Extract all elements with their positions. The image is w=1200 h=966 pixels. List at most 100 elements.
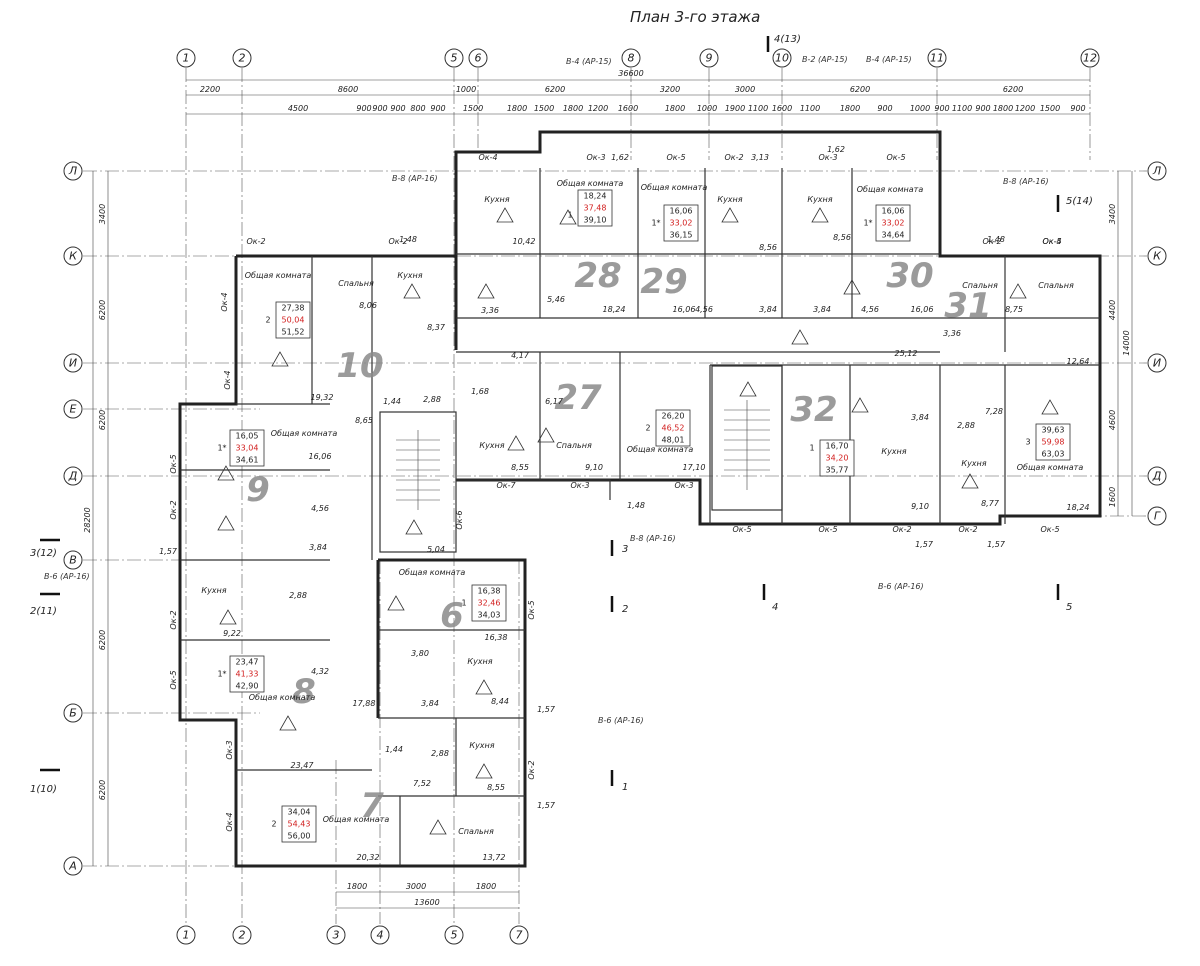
room-name: Кухня <box>717 195 742 204</box>
reference-note: В-6 (АР-16) <box>44 572 90 581</box>
apartment-area: 33,02 <box>882 219 905 228</box>
room-area: 8,55 <box>487 783 505 792</box>
total-area: 42,90 <box>236 682 259 691</box>
room-name: Общая комната <box>245 271 312 280</box>
window-mark: Ок-2 <box>724 153 743 162</box>
room-area: 2,88 <box>431 749 449 758</box>
room-area: 5,04 <box>427 545 445 554</box>
room-area: 4,17 <box>511 351 530 360</box>
apartment-area: 50,04 <box>282 316 305 325</box>
room-area: 7,52 <box>413 779 431 788</box>
grid-lines <box>83 68 1147 924</box>
dimension: 1000 <box>697 104 717 113</box>
room-count: 1 <box>567 211 572 220</box>
area-box: 1* 16,06 33,02 36,15 <box>651 204 699 242</box>
living-area: 34,04 <box>288 808 311 817</box>
window-mark: Ок-5 <box>169 670 178 689</box>
dimension: 3000 <box>406 882 426 891</box>
building-walls <box>178 130 1102 868</box>
window-mark: Ок-3 <box>225 740 234 759</box>
room-area: 1,62 <box>827 145 845 154</box>
section-label: 4(13) <box>774 34 801 45</box>
dimension: 800 <box>410 104 425 113</box>
area-box: 1 18,24 37,48 39,10 <box>567 189 613 227</box>
window-mark: Ок-5 <box>527 600 536 619</box>
dimension: 2200 <box>200 85 220 94</box>
dimension: 4400 <box>1108 300 1117 320</box>
living-area: 16,06 <box>882 207 905 216</box>
axis-label: Г <box>1154 510 1161 523</box>
dimension: 1000 <box>910 104 930 113</box>
top-axes: 1 2 5 6 8 9 10 11 12 <box>176 48 1100 68</box>
window-mark: Ок-7 <box>496 481 516 490</box>
area-box: 1* 16,05 33,04 34,61 <box>217 429 265 467</box>
dimension: 1800 <box>476 882 496 891</box>
window-mark: Ок-2 <box>246 237 265 246</box>
dimension: 6200 <box>98 780 107 800</box>
room-area: 2,88 <box>957 421 975 430</box>
room-area: 8,56 <box>759 243 777 252</box>
axis-label: 1 <box>183 52 190 65</box>
room-name: Спальня <box>458 827 494 836</box>
dimension: 1200 <box>588 104 608 113</box>
window-mark: Ок-2 <box>169 610 178 629</box>
room-name: Общая комната <box>323 815 390 824</box>
room-name: Общая комната <box>641 183 708 192</box>
left-dimensions: 28200 3400 6200 6200 6200 6200 <box>83 171 109 866</box>
dimension: 6200 <box>545 85 565 94</box>
dimension: 8600 <box>338 85 358 94</box>
reference-note: В-8 (АР-16) <box>630 534 676 543</box>
section-label: 4 <box>772 602 778 613</box>
dimension: 3000 <box>735 85 755 94</box>
reference-note: В-6 (АР-16) <box>598 716 644 725</box>
window-mark: Ок-2 <box>169 500 178 519</box>
section-label: 1(10) <box>30 784 57 795</box>
dimension: 3200 <box>660 85 680 94</box>
dimension: 900 <box>1070 104 1085 113</box>
dimension: 1800 <box>507 104 527 113</box>
area-boxes: 1 18,24 37,48 39,10 1* 16,06 33,02 36,15… <box>217 189 1071 843</box>
axis-label: Б <box>69 707 77 720</box>
room-name: Спальня <box>338 279 374 288</box>
room-area: 3,84 <box>813 305 831 314</box>
room-count: 2 <box>271 820 276 829</box>
total-area: 36,15 <box>670 231 693 240</box>
dimension: 900 <box>934 104 949 113</box>
room-name: Кухня <box>881 447 906 456</box>
room-area: 9,22 <box>223 629 241 638</box>
section-label: 1 <box>622 782 628 793</box>
apartment-area: 46,52 <box>662 424 685 433</box>
reference-note: В-6 (АР-16) <box>878 582 924 591</box>
section-label: 2 <box>622 604 628 615</box>
room-area: 25,12 <box>895 349 918 358</box>
room-name: Кухня <box>397 271 422 280</box>
apartment-number: 10 <box>336 346 383 386</box>
room-type-markers <box>217 207 1059 835</box>
area-box: 2 34,04 54,43 56,00 <box>271 805 317 843</box>
apartment-number: 30 <box>886 256 933 296</box>
axis-label: 6 <box>475 52 482 65</box>
room-area: 9,10 <box>585 463 603 472</box>
reference-note: В-4 (АР-15) <box>566 57 612 66</box>
room-area: 3,13 <box>751 153 769 162</box>
room-count: 1* <box>217 670 226 679</box>
room-area: 8,77 <box>981 499 1000 508</box>
apartment-number: 27 <box>554 378 602 418</box>
room-count: 1* <box>863 219 872 228</box>
room-area: 1,57 <box>537 801 556 810</box>
room-area: 13,72 <box>483 853 506 862</box>
reference-note: В-2 (АР-15) <box>802 55 848 64</box>
room-area: 19,32 <box>311 393 334 402</box>
apartment-area: 41,33 <box>236 670 259 679</box>
dimension: 1900 <box>725 104 745 113</box>
room-area: 5,46 <box>547 295 565 304</box>
room-area: 16,06 <box>673 305 696 314</box>
room-area: 3,84 <box>421 699 439 708</box>
room-area: 8,65 <box>355 416 373 425</box>
dimension: 1800 <box>993 104 1013 113</box>
room-name: Общая комната <box>249 693 316 702</box>
window-mark: Ок-3 <box>570 481 589 490</box>
window-mark: Ок-2 <box>388 237 407 246</box>
living-area: 27,38 <box>282 304 305 313</box>
